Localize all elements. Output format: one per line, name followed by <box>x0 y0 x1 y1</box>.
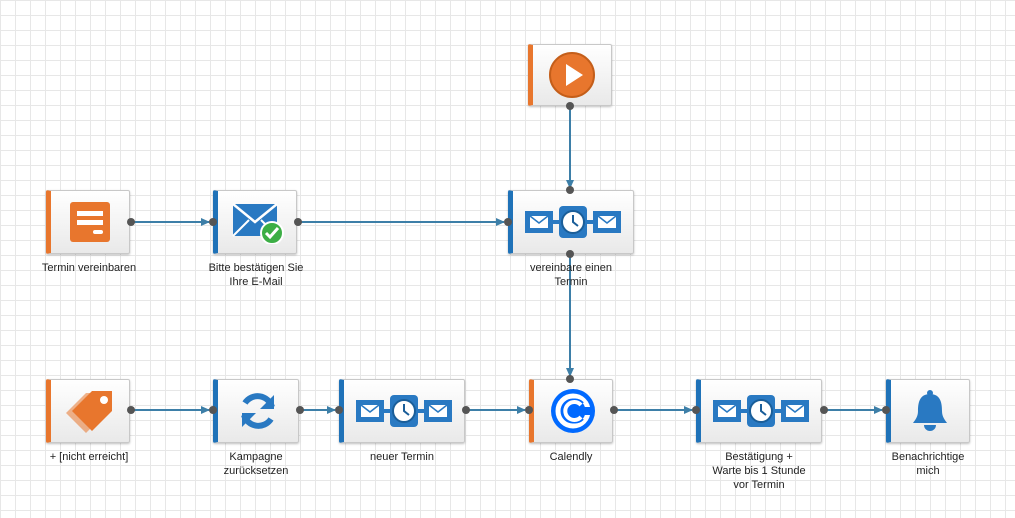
output-port[interactable] <box>462 406 470 414</box>
play-icon <box>533 45 611 105</box>
node-bestaetigung[interactable] <box>696 379 822 443</box>
email-check-icon <box>218 191 296 253</box>
output-port[interactable] <box>566 102 574 110</box>
node-benachrichtige[interactable] <box>886 379 970 443</box>
output-port[interactable] <box>296 406 304 414</box>
output-port[interactable] <box>566 250 574 258</box>
input-port[interactable] <box>504 218 512 226</box>
start-node[interactable] <box>528 44 612 106</box>
node-termin-vereinbaren[interactable] <box>46 190 130 254</box>
node-vereinbare-termin[interactable] <box>508 190 634 254</box>
output-port[interactable] <box>820 406 828 414</box>
form-icon <box>51 191 129 253</box>
node-label: + [nicht erreicht] <box>49 451 129 463</box>
input-port[interactable] <box>525 406 533 414</box>
output-port[interactable] <box>127 406 135 414</box>
node-label: Termin vereinbaren <box>41 262 137 274</box>
node-label: Calendly <box>549 451 593 463</box>
node-label: neuer Termin <box>370 451 434 463</box>
input-port[interactable] <box>335 406 343 414</box>
email-sequence-icon <box>513 191 633 253</box>
bell-icon <box>891 380 969 442</box>
refresh-icon <box>218 380 298 442</box>
tag-icon <box>51 380 129 442</box>
input-port[interactable] <box>566 375 574 383</box>
email-sequence-icon <box>344 380 464 442</box>
output-port[interactable] <box>610 406 618 414</box>
calendly-icon <box>534 380 612 442</box>
node-kampagne-zuruecksetzen[interactable] <box>213 379 299 443</box>
email-sequence-icon <box>701 380 821 442</box>
node-neuer-termin[interactable] <box>339 379 465 443</box>
input-port[interactable] <box>692 406 700 414</box>
node-nicht-erreicht[interactable] <box>46 379 130 443</box>
node-calendly[interactable] <box>529 379 613 443</box>
input-port[interactable] <box>209 406 217 414</box>
input-port[interactable] <box>566 186 574 194</box>
output-port[interactable] <box>127 218 135 226</box>
input-port[interactable] <box>209 218 217 226</box>
input-port[interactable] <box>882 406 890 414</box>
output-port[interactable] <box>294 218 302 226</box>
node-bitte-bestaetigen[interactable] <box>213 190 297 254</box>
